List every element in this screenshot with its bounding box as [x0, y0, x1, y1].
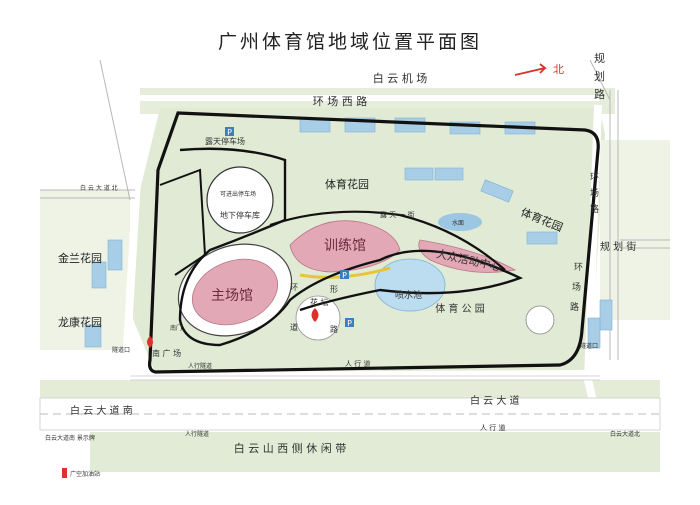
open-parking-label: 露天停车场: [205, 136, 245, 146]
gas-station-label: 广空加油站: [70, 470, 100, 478]
water-body-label: 水面: [452, 219, 464, 227]
underground-parking-label: 地下停车库: [220, 210, 260, 220]
svg-text:划: 划: [594, 70, 605, 83]
svg-text:P: P: [347, 319, 352, 328]
lu-label: 路: [330, 324, 338, 334]
svg-text:规: 规: [594, 51, 605, 65]
buildings-blue: [84, 117, 613, 349]
svg-text:路: 路: [570, 301, 579, 313]
huan-label: 环: [290, 283, 298, 292]
north-label: 北: [553, 63, 564, 76]
yuantian-yijie-label: 露 天 一 街: [380, 210, 415, 219]
road-suidao-kou: 隧道口: [112, 346, 130, 354]
flame-icon: [147, 336, 153, 348]
sports-park-label: 体 育 公 园: [435, 302, 485, 315]
south-square-label: 南 广 场: [152, 348, 181, 358]
svg-text:路: 路: [594, 88, 605, 101]
road-baiyun-dadao-nan: 白 云 大 道 南: [70, 404, 133, 417]
dao-label: 道: [290, 322, 298, 332]
jinlan-garden-label: 金兰花园: [58, 251, 102, 265]
huatan-label: 花 坛: [310, 297, 329, 307]
svg-text:P: P: [227, 128, 232, 137]
road-baiyun-airport: 白 云 机 场: [373, 71, 428, 85]
north-arrow-icon: [514, 63, 548, 76]
lawn-bottom: [40, 380, 660, 398]
main-stadium-shape: [191, 258, 279, 326]
gas-station-icon: [62, 468, 67, 478]
inner-road-loop-2: [269, 210, 506, 271]
inner-road-loop-3: [159, 168, 207, 276]
page-title: 广州体育馆地域位置平面图: [218, 31, 482, 53]
road-renxing-dao-top: 人 行 道: [345, 359, 370, 368]
underground-parking-circle: [206, 166, 274, 234]
road-huanchang-xilu: 环 场 西 路: [313, 94, 368, 108]
road-grey-lines: [130, 375, 600, 381]
water-body-shape: [438, 213, 482, 231]
parking-sign-3: P: [345, 318, 354, 328]
road-huanchang-right-2: 环 场 路: [570, 262, 583, 313]
inner-road-loop: [178, 147, 524, 347]
road-baiyun-dadao-jingshi: 白云大道南 景示牌: [45, 434, 95, 442]
svg-text:P: P: [342, 271, 347, 280]
road-renxing-suidao-2: 人行隧道: [185, 430, 209, 438]
fountain-pool-label: 喷水池: [395, 289, 422, 301]
road-renxing-suidao: 人行隧道: [188, 362, 212, 370]
fountain-pool-shape: [374, 258, 446, 312]
lawn-right: [600, 140, 670, 320]
road-baiyun-dadao-bei-left: 白 云 大 道 北: [80, 184, 118, 192]
training-hall-shape: [289, 220, 401, 273]
road-baiyunshan-xice: 白 云 山 西 侧 休 闲 带: [234, 441, 346, 455]
road-baiyun-dadao-right: 白 云 大 道: [470, 394, 520, 407]
training-hall-label: 训练馆: [324, 238, 366, 254]
south-gate-label: 南门: [170, 324, 182, 332]
road-baiyun-dadao-bei-right: 白云大道北: [610, 430, 640, 438]
svg-text:环: 环: [574, 262, 583, 273]
road-guihualu: 规 划 路: [594, 51, 605, 101]
site-boundary: [147, 111, 600, 374]
main-stadium-label: 主场馆: [211, 288, 253, 304]
svg-text:路: 路: [590, 203, 599, 215]
road-baiyun-dadao: [39, 397, 661, 431]
sports-garden-a-label: 体育花园: [325, 177, 369, 191]
svg-text:场: 场: [590, 188, 599, 199]
flame-icon-2: [311, 308, 319, 322]
lawn-bottom-2: [90, 432, 660, 472]
road-huanchang-right: 环 场 路: [590, 172, 599, 215]
road-guihua-jie: 规 划 街: [600, 240, 636, 253]
longkang-garden-label: 龙康花园: [58, 315, 102, 329]
road-suidao-kou-2: 隧道口: [580, 342, 598, 350]
underground-parking-entry-label: 可进出停车场: [220, 190, 256, 198]
parking-sign-2: P: [340, 270, 349, 280]
park-circle: [525, 305, 555, 335]
xing-label: 形: [330, 285, 338, 294]
svg-text:环: 环: [590, 172, 599, 183]
road-left: [121, 129, 144, 381]
svg-text:场: 场: [572, 282, 581, 293]
parking-sign-1: P: [225, 127, 234, 137]
road-renxing-dao-bottom: 人 行 道: [480, 423, 505, 432]
